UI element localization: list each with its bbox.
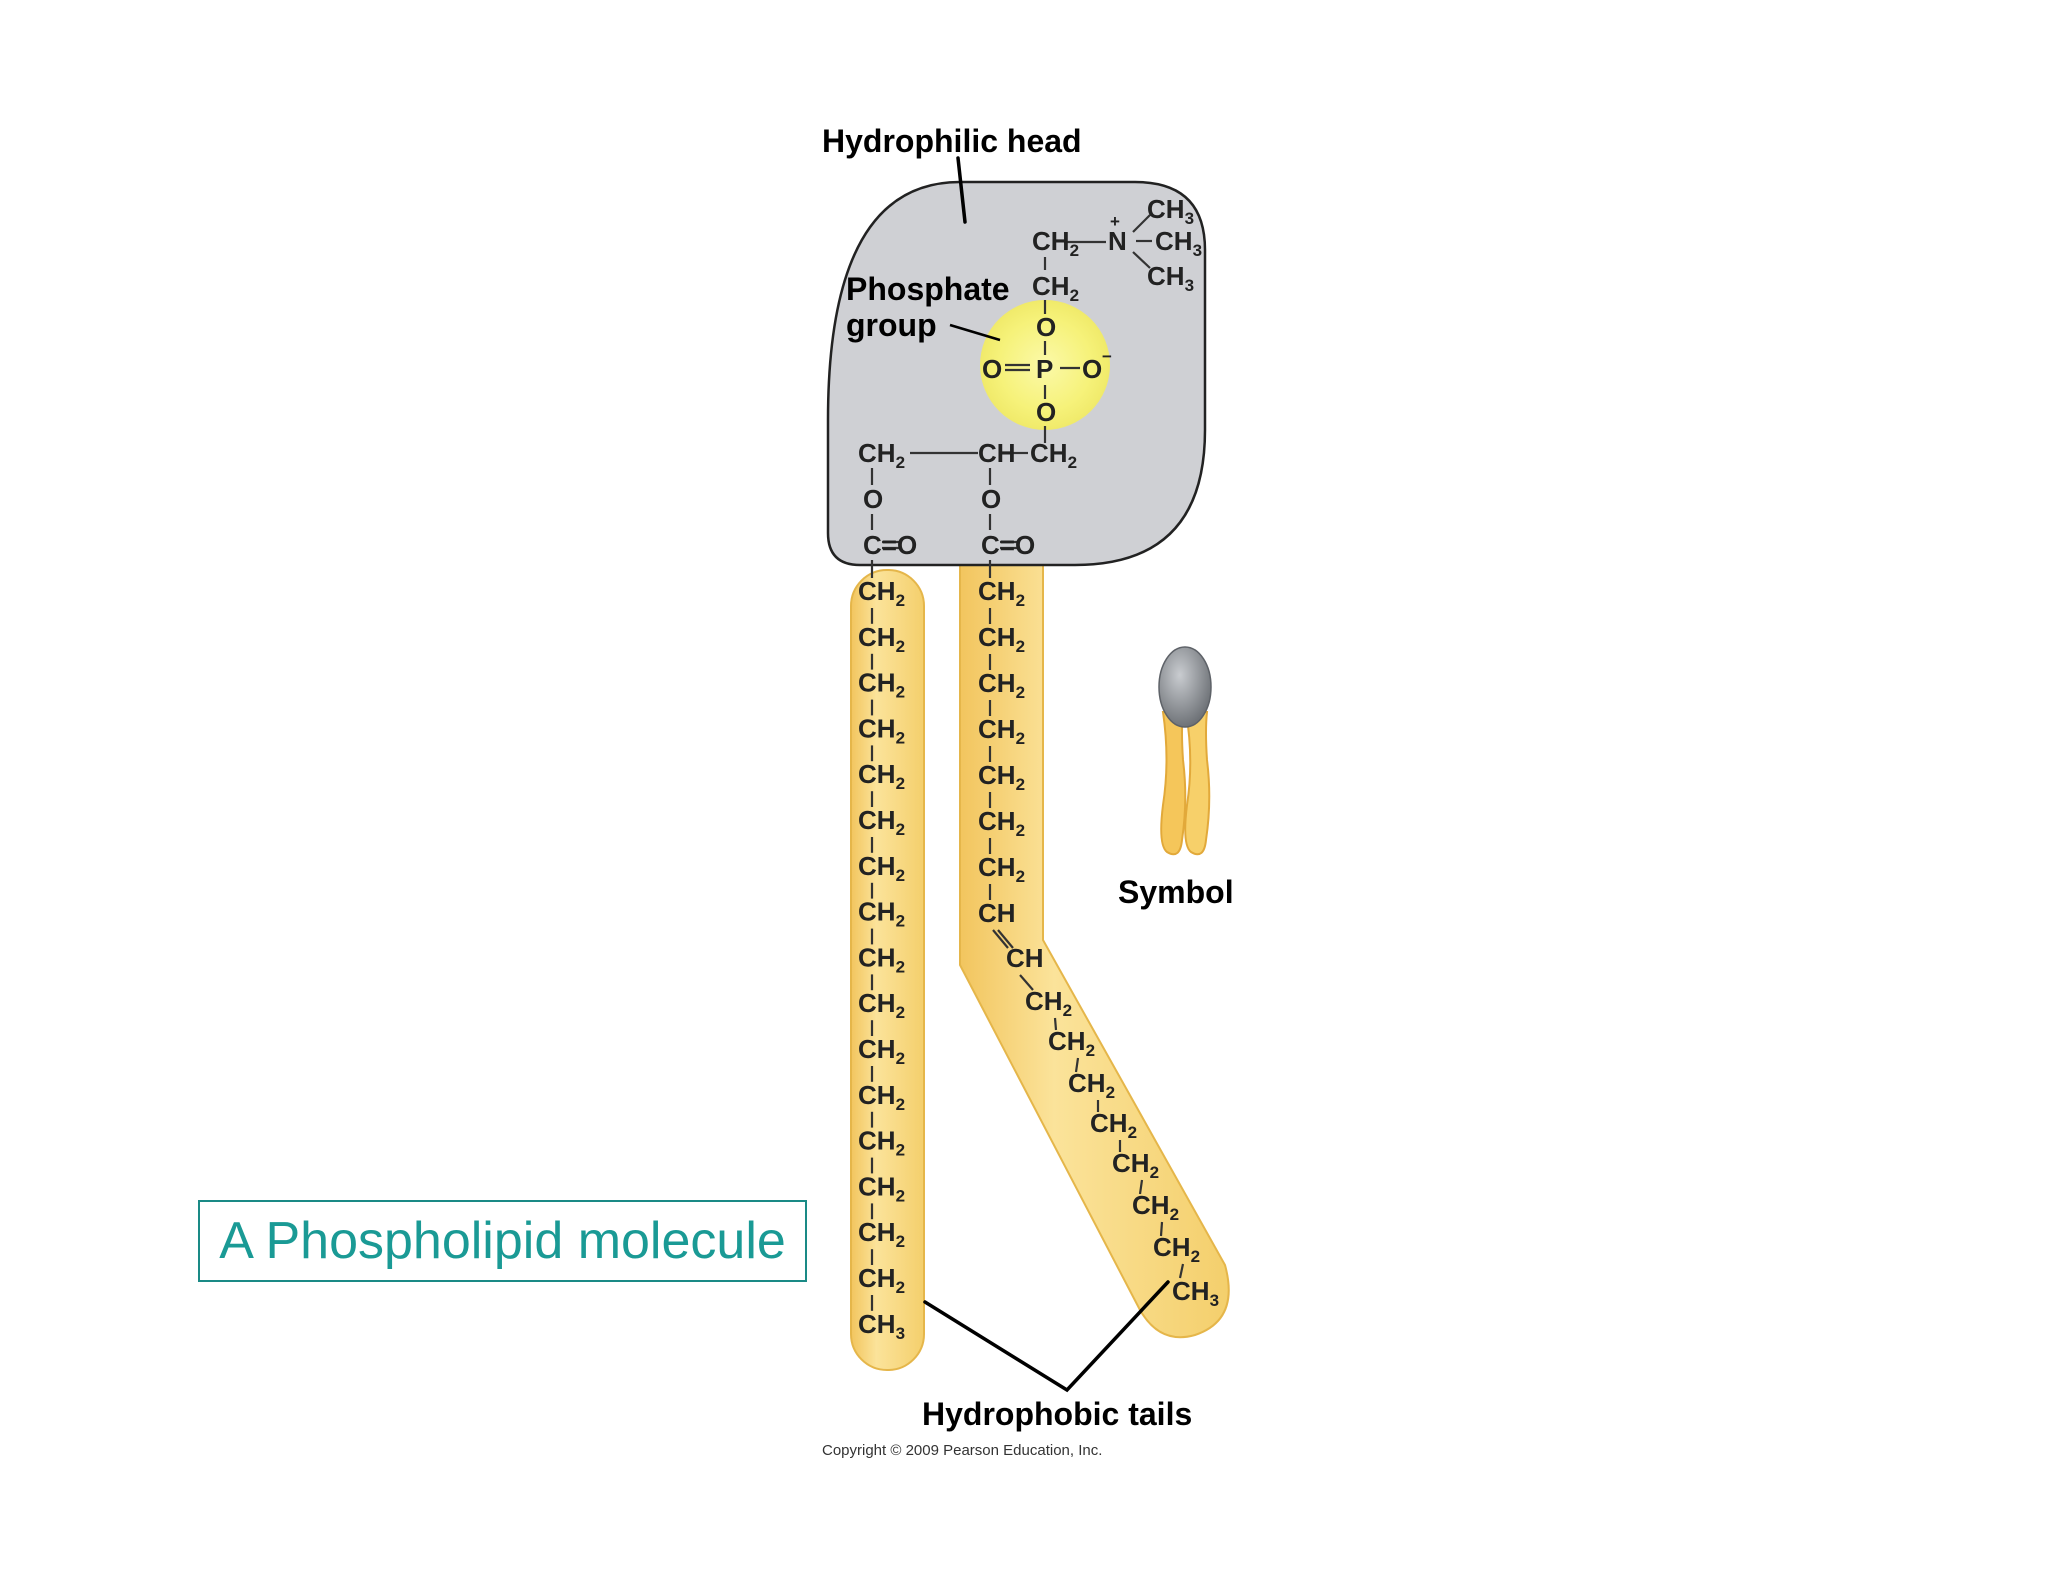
unsaturated-tail-chain: CH2CH2CH2CH2CH2CH2CH2CHCHCH2CH2CH2CH2CH2… [978, 576, 1219, 1310]
tail-right-ch2: CH2 [1025, 986, 1072, 1020]
tail-right-ch2: CH2 [978, 668, 1025, 702]
tail-left-ch2: CH2 [858, 759, 905, 793]
symbol-label: Symbol [1118, 874, 1234, 910]
tail-left-ch2: CH2 [858, 713, 905, 747]
tail-left-ch2: CH2 [858, 897, 905, 931]
tail-left-ch2: CH2 [858, 576, 905, 610]
tail-left-ch2: CH2 [858, 988, 905, 1022]
phosphorus-atom: P [1036, 354, 1053, 384]
phosphate-glow [980, 300, 1110, 430]
tail-left-ch2: CH2 [858, 1171, 905, 1205]
unsaturated-tail [959, 559, 1230, 1339]
tail-right-ch2: CH2 [1112, 1148, 1159, 1182]
copyright-text: Copyright © 2009 Pearson Education, Inc. [822, 1442, 1102, 1459]
phosphate-leader [949, 323, 1001, 342]
carbonyl-left: C=O [863, 530, 917, 560]
nitrogen-charge: + [1110, 212, 1120, 231]
tail-right-ch2: CH2 [978, 622, 1025, 656]
tail-left-ch2: CH2 [858, 1034, 905, 1068]
head-chemistry: CH3 CH2 + N CH3 CH3 CH2 O O P O − O CH2 … [858, 194, 1202, 560]
tail-left-ch2: CH2 [858, 1126, 905, 1160]
tail-right-ch2: CH2 [1068, 1068, 1115, 1102]
tail-left-ch2: CH2 [858, 1217, 905, 1251]
glycerol-ch: CH [978, 438, 1016, 468]
phosphate-charge: − [1102, 347, 1112, 366]
tail-left-ch2: CH2 [858, 805, 905, 839]
choline-ch2: CH2 [1032, 226, 1079, 260]
tail-right-ch: CH [1006, 943, 1044, 973]
hydrophilic-head-leader [956, 156, 967, 224]
tail-left-ch3: CH3 [858, 1309, 905, 1343]
tail-right-ch2: CH2 [978, 576, 1025, 610]
tail-right-ch2: CH2 [978, 714, 1025, 748]
tail-right-ch3: CH3 [1172, 1276, 1219, 1310]
phospholipid-symbol-icon [1158, 646, 1212, 856]
hydrophobic-tails-label: Hydrophobic tails [922, 1396, 1192, 1432]
tail-left-ch2: CH2 [858, 1080, 905, 1114]
glycerol-ch2-left: CH2 [858, 438, 905, 472]
choline-ch3-top: CH3 [1147, 194, 1194, 228]
phosphate-label-line1: Phosphate [846, 271, 1010, 307]
ethyl-ch2: CH2 [1032, 271, 1079, 305]
hydrophobic-tails-leader [923, 1280, 1170, 1393]
nitrogen-atom: N [1108, 226, 1127, 256]
phosphate-label-line2: group [846, 307, 937, 343]
tail-left-ch2: CH2 [858, 1263, 905, 1297]
hydrophilic-head-label: Hydrophilic head [822, 123, 1082, 159]
tail-left-ch2: CH2 [858, 942, 905, 976]
head-bonds [870, 214, 1152, 578]
caption-text: A Phospholipid molecule [219, 1212, 786, 1270]
tail-right-ch2: CH2 [1048, 1026, 1095, 1060]
tail-right-ch2: CH2 [978, 760, 1025, 794]
phosphate-o-top: O [1036, 312, 1056, 342]
tail-right-ch2: CH2 [978, 852, 1025, 886]
choline-ch3-mid: CH3 [1155, 226, 1202, 260]
choline-ch3-bottom: CH3 [1147, 261, 1194, 295]
ester-o-right: O [981, 484, 1001, 514]
tail-right-ch: CH [978, 898, 1016, 928]
phosphate-o-minus: O [1082, 354, 1102, 384]
ester-o-left: O [863, 484, 883, 514]
tail-right-ch2: CH2 [1090, 1108, 1137, 1142]
tail-left-ch2: CH2 [858, 851, 905, 885]
saturated-tail [850, 569, 925, 1371]
caption-box: A Phospholipid molecule [198, 1200, 807, 1282]
glycerol-ch2-right: CH2 [1030, 438, 1077, 472]
tail-right-ch2: CH2 [1153, 1232, 1200, 1266]
tail-left-ch2: CH2 [858, 668, 905, 702]
tail-left-ch2: CH2 [858, 622, 905, 656]
tail-right-ch2: CH2 [1132, 1190, 1179, 1224]
carbonyl-right: C=O [981, 530, 1035, 560]
phosphate-o-double: O [982, 354, 1002, 384]
phosphate-o-bottom: O [1036, 397, 1056, 427]
saturated-tail-chain: CH2CH2CH2CH2CH2CH2CH2CH2CH2CH2CH2CH2CH2C… [858, 576, 905, 1343]
tail-right-ch2: CH2 [978, 806, 1025, 840]
